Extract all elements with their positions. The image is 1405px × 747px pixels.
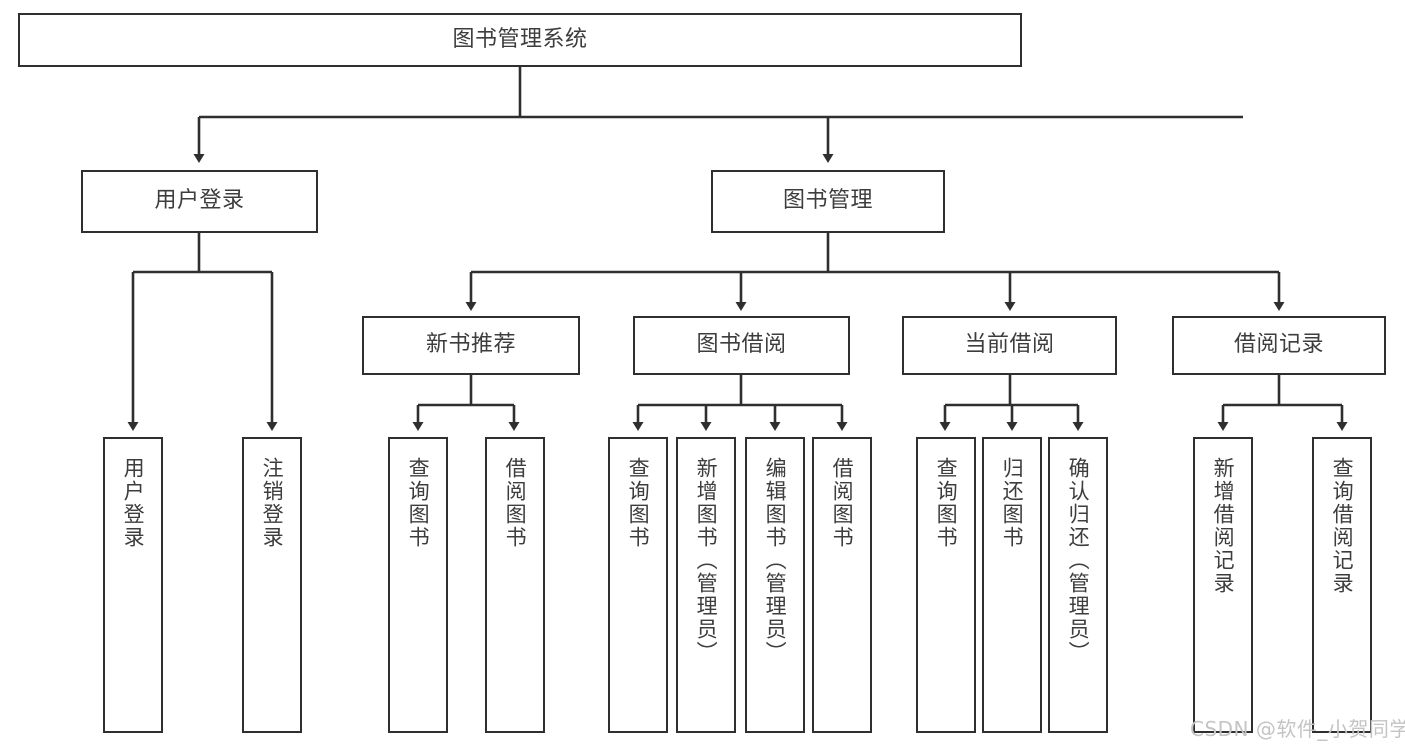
leaf-current-borrow-query-book[interactable]: 查询图书 xyxy=(916,437,976,733)
node-label: 查询图书 xyxy=(626,457,651,549)
node-label: 图书借阅 xyxy=(696,332,787,358)
node-label: 当前借阅 xyxy=(964,332,1055,358)
csdn-watermark: CSDN @软件_小贺同学 xyxy=(1190,717,1405,741)
node-new-book-recommend[interactable]: 新书推荐 xyxy=(362,316,580,375)
node-label: 查询图书 xyxy=(406,457,431,549)
leaf-new-book-query-book[interactable]: 查询图书 xyxy=(388,437,448,733)
node-label: 编辑图书（管理员） xyxy=(763,457,788,664)
node-label: 归还图书 xyxy=(1000,457,1025,549)
node-user-login[interactable]: 用户登录 xyxy=(81,170,318,233)
node-borrow-record[interactable]: 借阅记录 xyxy=(1172,316,1386,375)
node-label: 借阅记录 xyxy=(1233,332,1324,358)
node-label: 用户登录 xyxy=(121,457,146,549)
leaf-user-login-logout[interactable]: 注销登录 xyxy=(242,437,302,733)
leaf-borrow-record-add-record[interactable]: 新增借阅记录 xyxy=(1193,437,1253,733)
node-label: 确认归还（管理员） xyxy=(1066,457,1091,664)
leaf-borrow-record-query-record[interactable]: 查询借阅记录 xyxy=(1312,437,1372,733)
leaf-current-borrow-confirm-return[interactable]: 确认归还（管理员） xyxy=(1048,437,1108,733)
node-label: 注销登录 xyxy=(260,457,285,549)
node-label: 借阅图书 xyxy=(503,457,528,549)
node-label: 查询图书 xyxy=(934,457,959,549)
node-label: 查询借阅记录 xyxy=(1330,457,1355,595)
leaf-current-borrow-return-book[interactable]: 归还图书 xyxy=(982,437,1042,733)
node-label: 图书管理 xyxy=(782,188,873,214)
node-book-borrow[interactable]: 图书借阅 xyxy=(633,316,850,375)
node-label: 借阅图书 xyxy=(830,457,855,549)
leaf-new-book-borrow-book[interactable]: 借阅图书 xyxy=(485,437,545,733)
node-label: 新书推荐 xyxy=(425,332,516,358)
leaf-book-borrow-query-book[interactable]: 查询图书 xyxy=(608,437,668,733)
leaf-user-login-login[interactable]: 用户登录 xyxy=(103,437,163,733)
node-book-management[interactable]: 图书管理 xyxy=(711,170,945,233)
node-label: 新增借阅记录 xyxy=(1211,457,1236,595)
node-current-borrow[interactable]: 当前借阅 xyxy=(902,316,1117,375)
leaf-book-borrow-edit-book[interactable]: 编辑图书（管理员） xyxy=(745,437,805,733)
leaf-book-borrow-add-book[interactable]: 新增图书（管理员） xyxy=(676,437,736,733)
node-label: 新增图书（管理员） xyxy=(694,457,719,664)
node-root-book-management-system[interactable]: 图书管理系统 xyxy=(18,13,1022,67)
node-label: 图书管理系统 xyxy=(452,26,588,52)
leaf-book-borrow-borrow-book[interactable]: 借阅图书 xyxy=(812,437,872,733)
node-label: 用户登录 xyxy=(154,188,245,214)
